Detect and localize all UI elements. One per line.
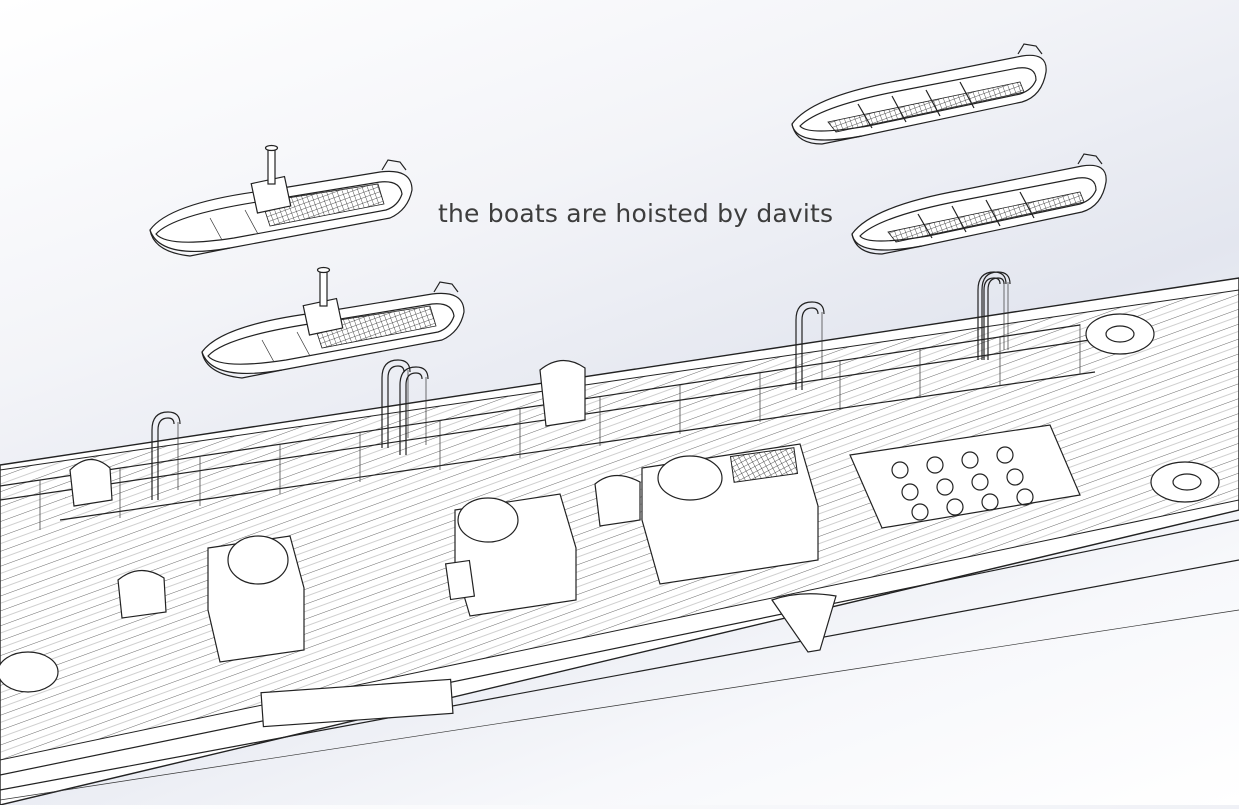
side-fender xyxy=(260,678,454,728)
motor-boat-upper-left xyxy=(149,144,413,257)
deck-house-large xyxy=(641,443,819,585)
deck-house-middle xyxy=(444,493,577,617)
ship-hull xyxy=(0,277,1239,806)
deck-house-left xyxy=(207,535,305,663)
motor-boat-lower-left xyxy=(201,266,465,379)
caption: the boats are hoisted by davits xyxy=(438,199,834,228)
ventilators xyxy=(69,359,641,619)
lifeboat-lower-right xyxy=(851,153,1107,255)
bollards xyxy=(0,313,1220,693)
hull-fin xyxy=(771,593,837,653)
skylight-grid xyxy=(849,424,1081,529)
lifeboat-upper-right xyxy=(791,43,1047,145)
